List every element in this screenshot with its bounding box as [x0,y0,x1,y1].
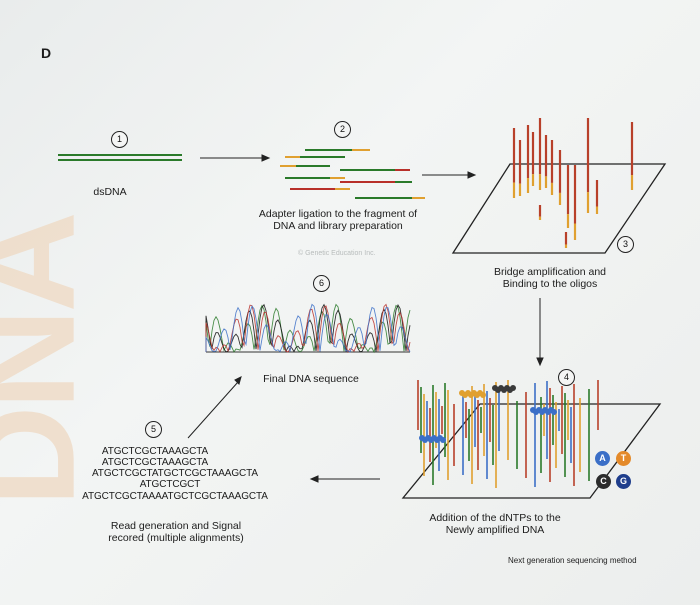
step-5-number: 5 [145,421,162,438]
sequence-line-5: ATGCTCGCTAAAATGCTCGCTAAAGCTA [55,491,295,503]
step-2-label: Adapter ligation to the fragment of DNA … [252,208,424,232]
step-2-number: 2 [334,121,351,138]
base-t-icon: T [616,451,631,466]
step-6-number: 6 [313,275,330,292]
base-a-icon: A [595,451,610,466]
bridge-clusters [514,118,632,248]
adapter-fragments [280,150,425,198]
dsdna-strands [58,155,182,160]
base-g-icon: G [616,474,631,489]
chromatogram [206,304,410,352]
copyright-text: © Genetic Education Inc. [298,250,376,257]
step-4-number: 4 [558,369,575,386]
step-5-label: Read generation and Signal recored (mult… [106,520,246,544]
step-4-label: Addition of the dNTPs to the Newly ampli… [420,512,570,536]
footer-caption: Next generation sequencing method [508,556,637,565]
arrow-5-6 [188,382,238,438]
step-1-label: dsDNA [85,186,135,198]
step-3-label: Bridge amplification and Binding to the … [480,266,620,290]
sequence-line-2: ATGCTCGCTAAAGCTA [75,457,235,469]
step-3-number: 3 [617,236,634,253]
base-c-icon: C [596,474,611,489]
sequencing-clusters [418,380,598,488]
panel-letter: D [41,45,51,61]
sequence-line-4: ATGCTCGCT [100,479,240,491]
step-6-label: Final DNA sequence [252,373,370,385]
sequence-line-3: ATGCTCGCTATGCTCGCTAAAGCTA [65,468,285,480]
sequence-line-1: ATGCTCGCTAAAGCTA [75,446,235,458]
step-1-number: 1 [111,131,128,148]
